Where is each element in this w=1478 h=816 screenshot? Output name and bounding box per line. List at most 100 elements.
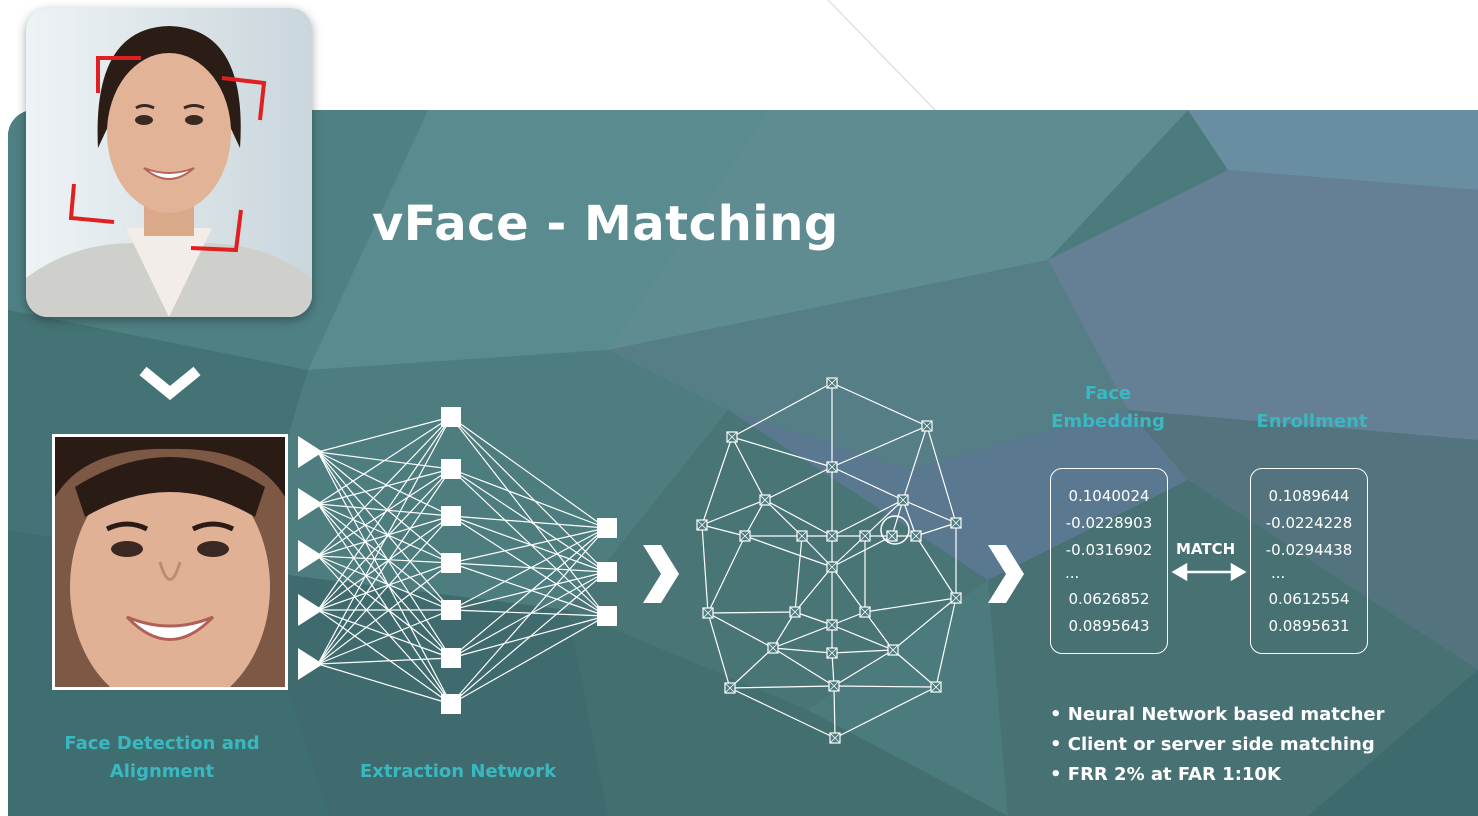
mesh-node-cross [826,647,838,659]
mesh-edge [892,597,957,651]
mesh-edge [744,499,766,537]
network-edge [317,416,452,611]
mesh-edge [833,685,937,688]
hidden-node [441,459,461,479]
mesh-node-cross [826,377,838,389]
network-edge [450,615,607,705]
enrollment-value: -0.0294438 [1265,541,1353,559]
mesh-node-cross [724,682,736,694]
network-edge [450,468,607,529]
chevron-right-icon [988,545,1024,603]
mesh-edge [831,649,894,654]
network-edge [317,609,452,705]
decorative-line [827,0,936,111]
mesh-node-cross [826,619,838,631]
corner-bracket-icon [68,56,267,253]
mesh-node-cross [950,517,962,529]
mesh-node-cross [702,607,714,619]
input-node [298,488,323,520]
network-edge [317,451,452,517]
mesh-edge [772,647,833,654]
network-edge [450,468,607,617]
network-edge [450,515,607,573]
mesh-edge [831,624,894,651]
network-edge [317,416,452,557]
network-edge [317,555,452,659]
mesh-edge [707,535,746,614]
chevron-right-icon [643,545,679,603]
network-edge [450,515,607,529]
mesh-node-cross [759,494,771,506]
network-edge [317,451,452,659]
mesh-edge [902,499,957,524]
network-edge [317,451,452,705]
extraction-network-graph [298,407,617,714]
network-edge [317,562,452,611]
embedding-value: ... [1065,564,1080,582]
network-edge [317,503,452,517]
hidden-node [441,648,461,668]
network-edge [317,451,452,564]
mesh-edge [831,425,928,468]
network-edge [450,615,607,659]
mesh-edge [831,499,904,537]
network-edge [317,555,452,611]
network-edge [317,562,452,665]
mesh-edge [772,647,835,687]
hidden-node [441,600,461,620]
mesh-node-cross [950,592,962,604]
mesh-node-cross [887,644,899,656]
mesh-edge [902,499,917,537]
network-edge [450,571,607,705]
hidden-node [441,506,461,526]
mesh-edge [701,524,709,614]
embedding-value: 0.0626852 [1068,590,1150,608]
mesh-edge [864,499,904,537]
mesh-edge [831,535,893,568]
embedding-value: -0.0228903 [1065,514,1153,532]
feature-item: • FRR 2% at FAR 1:10K [1050,764,1281,785]
network-edge [317,515,452,611]
network-edge [450,571,607,611]
embedding-value: 0.1040024 [1068,487,1150,505]
face-photo-card [26,8,312,317]
mesh-edge [864,611,894,651]
mesh-node-cross [930,681,942,693]
mesh-edge [764,499,833,537]
mesh-edge [764,499,803,537]
network-edge [317,515,452,665]
network-edge [317,555,452,564]
enrollment-value: 0.0895631 [1268,617,1350,635]
match-label: MATCH [1176,540,1236,558]
feature-item: • Client or server side matching [1050,734,1375,755]
network-edge [317,555,452,705]
output-node [597,518,617,538]
mesh-edge [731,436,833,468]
aligned-face-image [52,434,288,690]
input-node [298,648,323,680]
mesh-edge [891,499,904,537]
hidden-node [441,694,461,714]
mesh-edge [701,499,766,526]
network-edge [450,527,607,659]
double-arrow-icon [1171,562,1247,582]
mesh-edge [833,649,894,687]
input-node [298,436,323,468]
mesh-node-cross [886,530,898,542]
mesh-edge [902,425,928,501]
input-node [298,594,323,626]
mesh-edge [833,685,836,739]
mesh-node-cross [739,530,751,542]
mesh-node-cross [910,530,922,542]
enrollment-label: Enrollment [1256,411,1368,432]
network-edge [450,416,607,617]
network-edge [317,503,452,611]
feature-list: • Neural Network based matcher • Client … [1050,700,1385,790]
mesh-node-cross [921,420,933,432]
enrollment-value: 0.0612554 [1268,590,1350,608]
network-edge [450,416,607,529]
mesh-edge [729,687,836,739]
network-edge [450,527,607,611]
mesh-node-cross [726,431,738,443]
